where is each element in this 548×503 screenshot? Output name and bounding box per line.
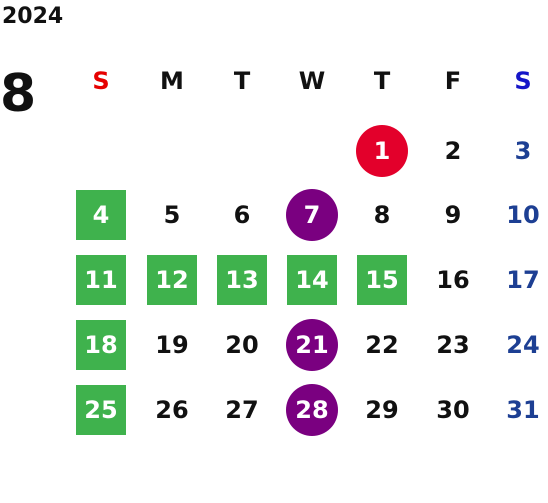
day-cell-19: 19 (142, 318, 202, 372)
day-cell-13: 13 (212, 253, 272, 307)
day-number: 7 (303, 201, 321, 229)
day-cell-22: 22 (352, 318, 412, 372)
day-cell-23: 23 (423, 318, 483, 372)
day-number: 16 (436, 266, 470, 294)
day-number: 19 (155, 331, 189, 359)
highlight-square (357, 255, 407, 305)
day-cell-21: 21 (282, 318, 342, 372)
day-number: 4 (92, 201, 110, 229)
day-number: 21 (295, 331, 329, 359)
day-number: 12 (155, 266, 189, 294)
day-number: 18 (84, 331, 118, 359)
day-cell-8: 8 (352, 188, 412, 242)
weekday-header-5: F (444, 67, 462, 95)
day-cell-16: 16 (423, 253, 483, 307)
day-cell-24: 24 (493, 318, 548, 372)
day-number: 25 (84, 396, 118, 424)
day-number: 20 (225, 331, 259, 359)
day-cell-9: 9 (423, 188, 483, 242)
weekday-header-0: S (92, 67, 110, 95)
day-number: 31 (506, 396, 540, 424)
weekday-header-3: W (298, 67, 326, 95)
highlight-square (217, 255, 267, 305)
day-cell-10: 10 (493, 188, 548, 242)
day-number: 17 (506, 266, 540, 294)
day-cell-7: 7 (282, 188, 342, 242)
day-number: 14 (295, 266, 329, 294)
day-cell-15: 15 (352, 253, 412, 307)
highlight-circle (286, 384, 338, 436)
highlight-circle (286, 189, 338, 241)
day-number: 3 (514, 137, 532, 165)
day-cell-4: 4 (71, 188, 131, 242)
day-cell-2: 2 (423, 124, 483, 178)
day-number: 5 (163, 201, 181, 229)
day-number: 10 (506, 201, 540, 229)
day-number: 30 (436, 396, 470, 424)
day-cell-3: 3 (493, 124, 548, 178)
weekday-header-4: T (373, 67, 391, 95)
highlight-square (76, 320, 126, 370)
day-number: 9 (444, 201, 462, 229)
highlight-square (76, 190, 126, 240)
day-cell-30: 30 (423, 383, 483, 437)
day-cell-25: 25 (71, 383, 131, 437)
highlight-square (76, 255, 126, 305)
weekday-header-2: T (233, 67, 251, 95)
highlight-circle (286, 319, 338, 371)
day-cell-6: 6 (212, 188, 272, 242)
day-cell-28: 28 (282, 383, 342, 437)
day-cell-17: 17 (493, 253, 548, 307)
highlight-square (76, 385, 126, 435)
weekday-header-6: S (514, 67, 532, 95)
day-number: 29 (365, 396, 399, 424)
day-cell-11: 11 (71, 253, 131, 307)
day-number: 8 (373, 201, 391, 229)
day-number: 1 (373, 137, 391, 165)
day-cell-5: 5 (142, 188, 202, 242)
highlight-circle (356, 125, 408, 177)
day-cell-12: 12 (142, 253, 202, 307)
day-number: 13 (225, 266, 259, 294)
day-number: 11 (84, 266, 118, 294)
year-label: 2024 (2, 4, 64, 29)
day-number: 2 (444, 137, 462, 165)
day-number: 6 (233, 201, 251, 229)
day-number: 24 (506, 331, 540, 359)
highlight-square (287, 255, 337, 305)
day-number: 28 (295, 396, 329, 424)
day-cell-14: 14 (282, 253, 342, 307)
day-cell-31: 31 (493, 383, 548, 437)
day-cell-29: 29 (352, 383, 412, 437)
day-cell-18: 18 (71, 318, 131, 372)
day-cell-26: 26 (142, 383, 202, 437)
day-number: 26 (155, 396, 189, 424)
day-number: 22 (365, 331, 399, 359)
month-number: 8 (0, 64, 37, 124)
highlight-square (147, 255, 197, 305)
day-number: 23 (436, 331, 470, 359)
day-cell-1: 1 (352, 124, 412, 178)
day-number: 27 (225, 396, 259, 424)
day-number: 15 (365, 266, 399, 294)
weekday-header-1: M (160, 67, 184, 95)
day-cell-27: 27 (212, 383, 272, 437)
day-cell-20: 20 (212, 318, 272, 372)
